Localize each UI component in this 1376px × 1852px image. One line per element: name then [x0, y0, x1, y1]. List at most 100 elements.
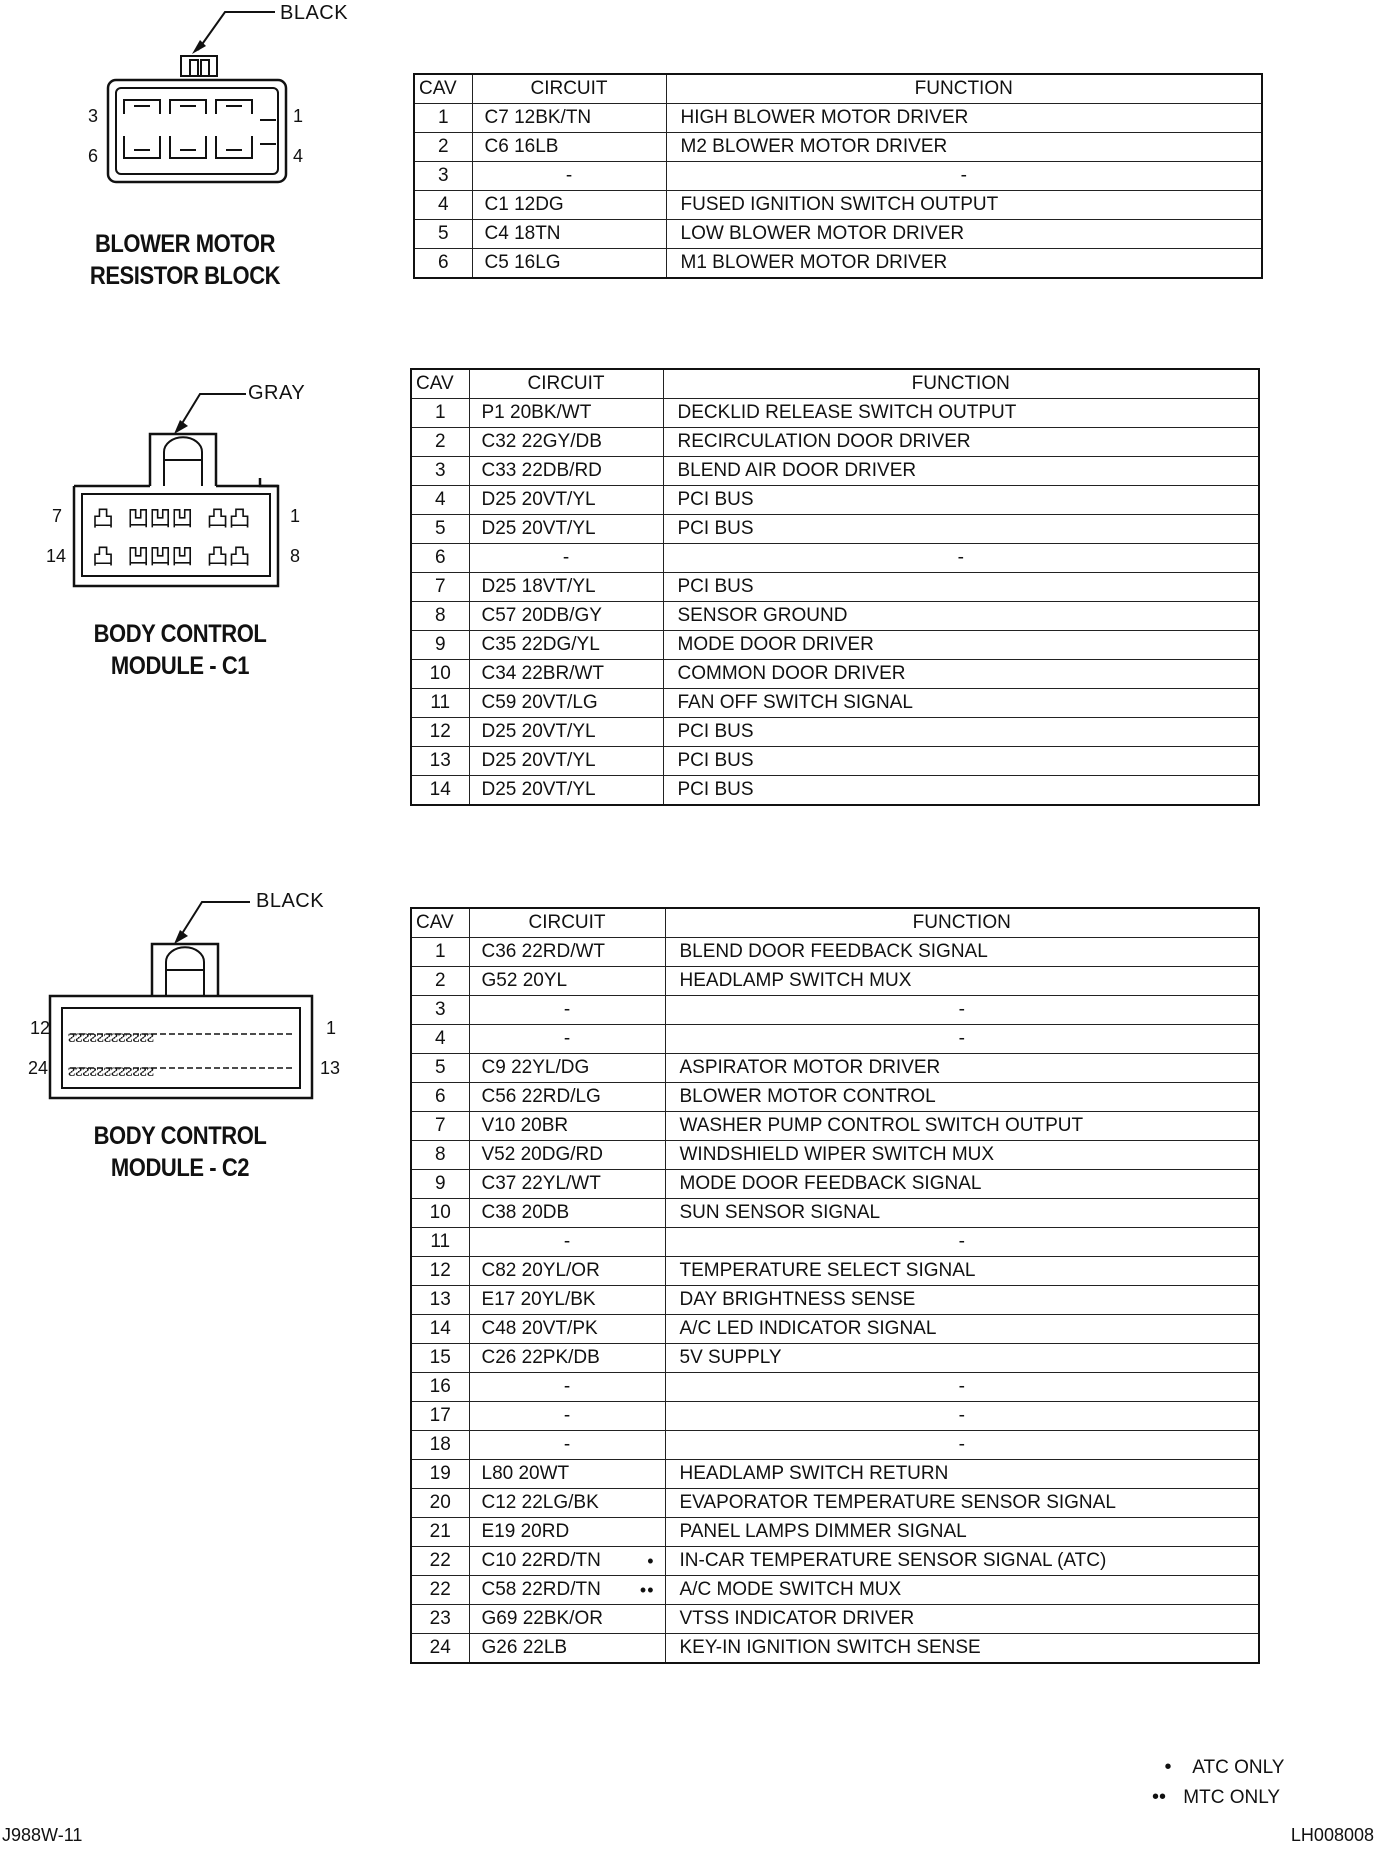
option-bullet-marker: ••: [639, 1580, 655, 1600]
cav-cell: 2: [410, 966, 470, 996]
circuit-text: C34 22BR/WT: [481, 663, 604, 684]
cav-cell: 14: [410, 1314, 470, 1344]
circuit-text: C58 22RD/TN: [481, 1579, 601, 1600]
circuit-cell: V10 20BR: [468, 1111, 666, 1141]
circuit-cell: L80 20WT: [468, 1459, 666, 1489]
circuit-cell: C38 20DB: [468, 1198, 666, 1228]
footer-figure-id: J988W-11: [2, 1825, 83, 1845]
connector-3-pin-top-left: 12: [30, 1018, 51, 1038]
cav-cell: 5: [413, 219, 473, 249]
circuit-cell: D25 20VT/YL: [468, 514, 664, 544]
connector-1-section: BLACK 3 1 6 4 BLOWER MOTOR RESISTOR BLOC…: [0, 0, 1376, 300]
circuit-text: C5 16LG: [484, 252, 561, 273]
function-cell: BLEND AIR DOOR DRIVER: [662, 456, 1260, 486]
function-cell: M1 BLOWER MOTOR DRIVER: [665, 248, 1263, 279]
circuit-cell: C10 22RD/TN•: [468, 1546, 666, 1576]
cav-cell: 7: [410, 1111, 470, 1141]
circuit-cell: G26 22LB: [468, 1633, 666, 1664]
circuit-text: -: [563, 1405, 571, 1426]
circuit-cell: C82 20YL/OR: [468, 1256, 666, 1286]
function-cell: ASPIRATOR MOTOR DRIVER: [664, 1053, 1260, 1083]
function-cell: PCI BUS: [662, 717, 1260, 747]
cav-cell: 19: [410, 1459, 470, 1489]
circuit-text: D25 20VT/YL: [481, 489, 596, 510]
circuit-text: -: [562, 547, 570, 568]
circuit-text: C56 22RD/LG: [481, 1086, 601, 1107]
function-cell: HIGH BLOWER MOTOR DRIVER: [665, 103, 1263, 133]
function-cell: -: [665, 161, 1263, 191]
connector-1-pin-top-right: 1: [293, 106, 304, 126]
circuit-text: G69 22BK/OR: [481, 1608, 603, 1629]
function-cell: MODE DOOR FEEDBACK SIGNAL: [664, 1169, 1260, 1199]
cav-cell: 13: [410, 746, 470, 776]
connector-1-title-line1: BLOWER MOTOR: [94, 230, 276, 258]
function-cell: TEMPERATURE SELECT SIGNAL: [664, 1256, 1260, 1286]
circuit-cell: G69 22BK/OR: [468, 1604, 666, 1634]
circuit-cell: -: [468, 1227, 666, 1257]
function-cell: HEADLAMP SWITCH MUX: [664, 966, 1260, 996]
cav-cell: 14: [410, 775, 470, 806]
legend-mtc-symbol: ••: [1151, 1786, 1166, 1808]
connector-1-pin-bottom-left: 6: [88, 146, 99, 166]
circuit-cell: C6 16LB: [471, 132, 667, 162]
cav-cell: 15: [410, 1343, 470, 1373]
connector-3-title-line2: MODULE - C2: [110, 1154, 250, 1182]
circuit-cell: C56 22RD/LG: [468, 1082, 666, 1112]
cav-cell: 23: [410, 1604, 470, 1634]
connector-2-pin-top-right: 1: [290, 506, 301, 526]
cav-cell: 7: [410, 572, 470, 602]
function-cell: BLOWER MOTOR CONTROL: [664, 1082, 1260, 1112]
circuit-cell: -: [468, 1430, 666, 1460]
function-cell: -: [664, 1401, 1260, 1431]
table-row: 11--: [410, 1227, 1260, 1257]
circuit-text: V52 20DG/RD: [481, 1144, 603, 1165]
function-header: FUNCTION: [662, 368, 1260, 399]
circuit-text: E19 20RD: [481, 1521, 570, 1542]
circuit-text: G26 22LB: [481, 1637, 568, 1658]
circuit-text: D25 20VT/YL: [481, 750, 596, 771]
cav-cell: 12: [410, 717, 470, 747]
cav-cell: 22: [410, 1575, 470, 1605]
circuit-text: D25 20VT/YL: [481, 518, 596, 539]
circuit-cell: D25 20VT/YL: [468, 746, 664, 776]
function-cell: -: [664, 995, 1260, 1025]
circuit-text: C33 22DB/RD: [481, 460, 602, 481]
circuit-text: C35 22DG/YL: [481, 634, 600, 655]
connector-3-title: BODY CONTROL MODULE - C2: [52, 1120, 307, 1184]
circuit-text: D25 20VT/YL: [481, 779, 596, 800]
cav-cell: 18: [410, 1430, 470, 1460]
legend-atc: • ATC ONLY: [1148, 1756, 1284, 1779]
cav-cell: 1: [413, 103, 473, 133]
circuit-text: -: [563, 1376, 571, 1397]
cav-cell: 16: [410, 1372, 470, 1402]
connector-2-pin-top-left: 7: [52, 506, 63, 526]
circuit-text: C37 22YL/WT: [481, 1173, 601, 1194]
legend-atc-symbol: •: [1164, 1756, 1172, 1778]
function-cell: COMMON DOOR DRIVER: [662, 659, 1260, 689]
table-header-row: CAV CIRCUIT FUNCTION: [410, 368, 1260, 399]
connector-3-title-line1: BODY CONTROL: [93, 1122, 267, 1150]
function-header: FUNCTION: [664, 907, 1260, 938]
table-row: 3--: [410, 995, 1260, 1025]
function-cell: PCI BUS: [662, 485, 1260, 515]
circuit-cell: C37 22YL/WT: [468, 1169, 666, 1199]
